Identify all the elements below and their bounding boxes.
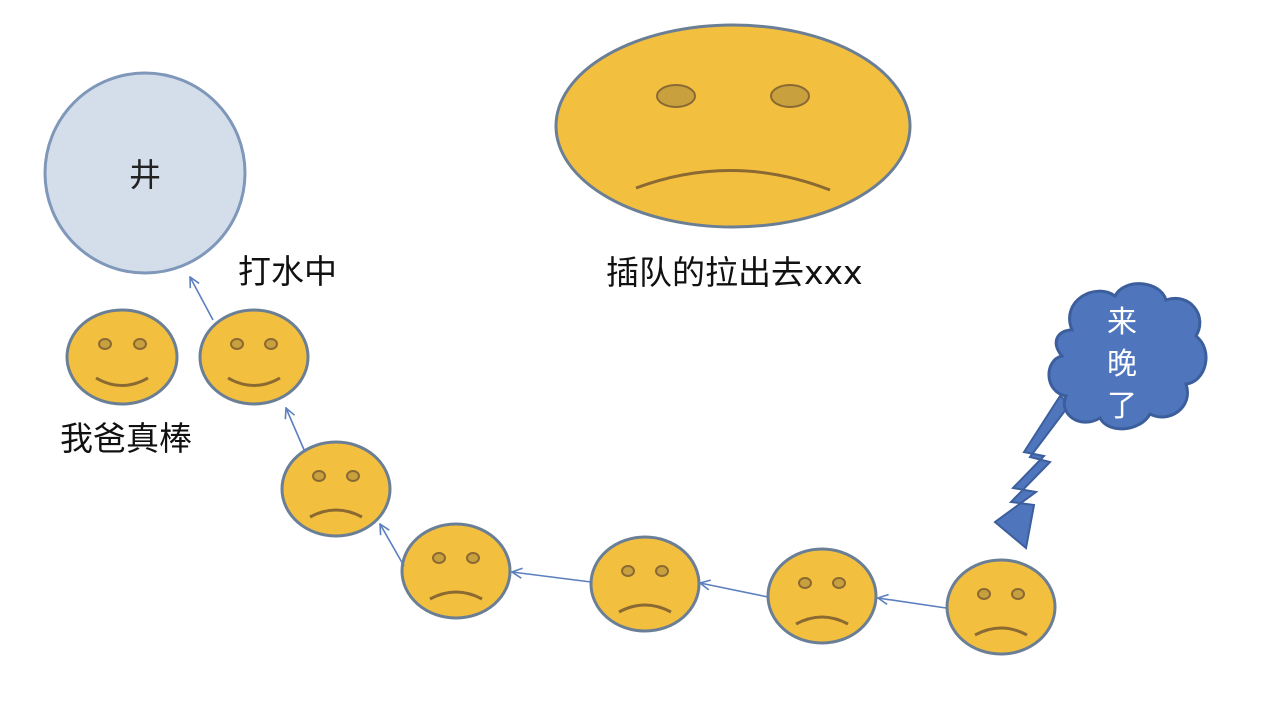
right-eye (832, 577, 846, 589)
face-outline (554, 23, 912, 229)
cloud-line-3: 了 (1107, 389, 1137, 424)
big-sad-face (554, 23, 912, 229)
left-eye (656, 84, 696, 108)
cloud-line-2: 晚 (1107, 347, 1137, 382)
label-dad-great: 我爸真棒 (60, 419, 192, 458)
left-eye (798, 577, 812, 589)
smile (227, 376, 281, 387)
frown (635, 169, 831, 192)
label-cut-in-line: 插队的拉出去xxx (606, 253, 863, 292)
right-eye (133, 338, 147, 350)
face-fetching-water (198, 308, 310, 406)
frown (618, 603, 672, 614)
frown (974, 626, 1028, 637)
arrow-fetcher-to-well (190, 277, 214, 321)
left-eye (621, 565, 635, 577)
arrow-queue-4-to-queue-3 (700, 583, 769, 598)
face-queue-1 (280, 440, 392, 538)
arrow-latecomer-to-queue-4 (878, 598, 947, 609)
well-circle (43, 71, 247, 275)
smile (95, 376, 149, 387)
face-queue-3 (589, 535, 701, 633)
frown (309, 508, 363, 519)
face-queue-4 (766, 547, 878, 645)
lightning-tail (993, 394, 1072, 550)
frown (795, 615, 849, 626)
right-eye (264, 338, 278, 350)
face-outline (589, 535, 701, 633)
left-eye (432, 552, 446, 564)
arrow-queue-1-to-fetcher (286, 408, 306, 453)
queue-arrows (190, 277, 947, 609)
right-eye (655, 565, 669, 577)
face-outline (400, 522, 512, 620)
well: 井 (43, 71, 247, 275)
face-outline (766, 547, 878, 645)
speech-cloud: 来 晚 了 (993, 282, 1208, 550)
right-eye (1011, 588, 1025, 600)
left-eye (312, 470, 326, 482)
left-eye (230, 338, 244, 350)
face-outline (198, 308, 310, 406)
cloud-line-1: 来 (1107, 305, 1137, 340)
face-queue-2 (400, 522, 512, 620)
frown (429, 590, 483, 601)
right-eye (346, 470, 360, 482)
arrow-queue-2-to-queue-1 (380, 524, 405, 567)
face-outline (945, 558, 1057, 656)
label-fetching-water: 打水中 (238, 252, 337, 291)
left-eye (977, 588, 991, 600)
face-latecomer (945, 558, 1057, 656)
left-eye (98, 338, 112, 350)
arrow-queue-3-to-queue-2 (512, 572, 592, 583)
face-outline (280, 440, 392, 538)
right-eye (466, 552, 480, 564)
cloud-shape (1047, 282, 1208, 431)
face-outline (65, 308, 179, 406)
well-label: 井 (129, 156, 161, 194)
right-eye (770, 84, 810, 108)
face-dad-friend (65, 308, 179, 406)
